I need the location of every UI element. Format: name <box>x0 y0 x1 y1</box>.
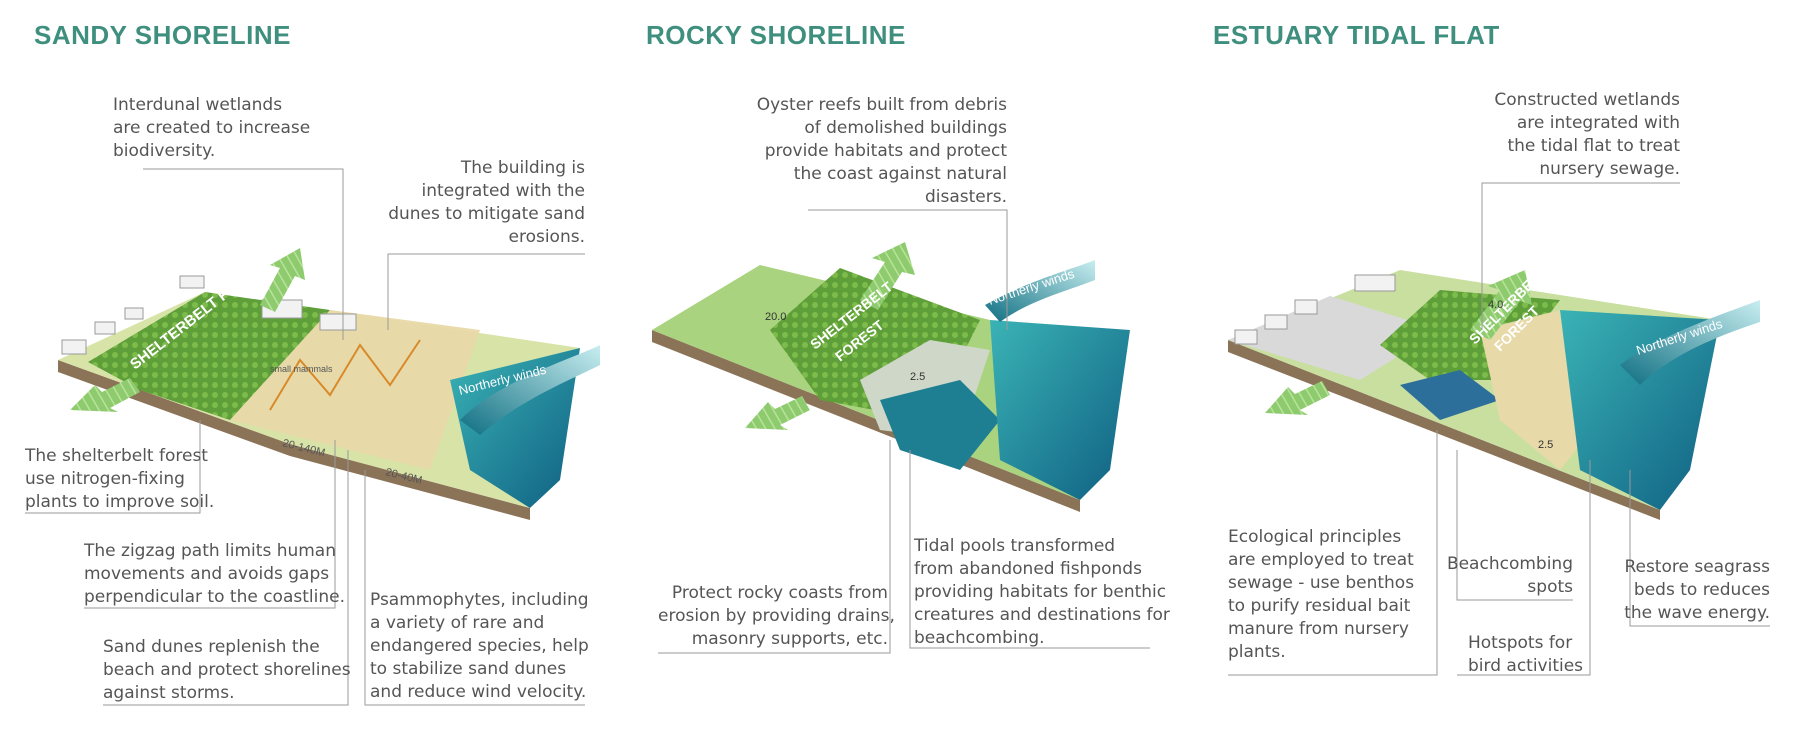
estuary-wind-arrow-left <box>1265 381 1330 415</box>
estuary-soil-side <box>1228 340 1660 520</box>
estuary-elev-2: 2.5 <box>1538 439 1553 451</box>
estuary-buildings <box>1234 274 1396 345</box>
rocky-shoreline-title: ROCKY SHORELINE <box>646 20 906 50</box>
leader-oyster <box>808 209 1008 330</box>
rocky-diagram: Northerly winds SHELTERBELT FOREST 20.0 … <box>652 242 1130 512</box>
zigzag-path <box>269 339 421 411</box>
annotation-building-dunes: The building is integrated with the dune… <box>388 158 585 247</box>
sandy-soil-side <box>58 360 530 520</box>
leader-ecological <box>1228 430 1438 676</box>
annotation-seagrass-beds: Restore seagrass beds to reduces the wav… <box>1624 557 1770 623</box>
annotation-ecological-principles: Ecological principles are employed to tr… <box>1228 527 1415 662</box>
leader-constructed <box>1481 182 1680 330</box>
estuary-wind-arrow-up <box>1470 270 1532 340</box>
annotation-psammophytes: Psammophytes, including a variety of rar… <box>370 590 589 702</box>
leader-shelter <box>25 420 201 514</box>
annotation-interdunal-wetlands: Interdunal wetlands are created to incre… <box>113 95 311 161</box>
estuary-sea <box>1560 310 1720 510</box>
leader-zigzag <box>84 440 336 609</box>
rocky-tidal-pools <box>880 380 1000 470</box>
estuary-tidal-flat-title: ESTUARY TIDAL FLAT <box>1213 20 1500 50</box>
rocky-elev-1: 20.0 <box>765 311 786 323</box>
leader-hotspots <box>1457 460 1591 676</box>
sandy-small-label: small mammals <box>270 364 333 374</box>
annotation-shelterbelt-forest: The shelterbelt forest use nitrogen-fixi… <box>25 446 215 512</box>
rocky-soil-side <box>652 330 1080 512</box>
annotation-beachcombing: Beachcombing spots <box>1446 554 1573 597</box>
rocky-northerly-wind <box>985 260 1095 322</box>
sandy-wind-arrow-up <box>260 248 305 312</box>
annotation-constructed-wetlands: Constructed wetlands are integrated with… <box>1494 90 1680 179</box>
annotation-hotspots-birds: Hotspots for bird activities <box>1468 633 1584 676</box>
rocky-wind-arrow-up <box>860 242 915 310</box>
leader-dunes <box>103 450 349 706</box>
estuary-constructed-wetland <box>1400 370 1500 420</box>
leader-building <box>387 253 585 330</box>
leader-protect <box>658 440 891 654</box>
annotation-protect-rocky: Protect rocky coasts from erosion by pro… <box>658 583 895 649</box>
estuary-diagram: Northerly winds SHELTERBELT FOREST 4.0 2… <box>1228 265 1760 520</box>
leader-psammo <box>364 470 585 706</box>
rocky-sea <box>990 320 1130 500</box>
annotation-tidal-pools: Tidal pools transformed from abandoned f… <box>914 536 1170 648</box>
leader-seagrass <box>1629 470 1770 627</box>
rocky-elev-2: 2.5 <box>910 371 925 383</box>
leader-beach <box>1456 450 1573 601</box>
estuary-elev-1: 4.0 <box>1488 299 1503 311</box>
annotation-zigzag-path: The zigzag path limits human movements a… <box>84 541 345 607</box>
rocky-wind-arrow-left <box>745 396 810 430</box>
annotation-oyster-reefs: Oyster reefs built from debris of demoli… <box>756 95 1007 207</box>
sandy-northerly-wind <box>460 345 600 435</box>
leader-tidal <box>909 450 1150 649</box>
annotation-sand-dunes: Sand dunes replenish the beach and prote… <box>103 637 351 703</box>
leader-wetlands <box>143 168 344 340</box>
sandy-forest <box>88 292 330 420</box>
estuary-buildings-zone <box>1228 296 1440 380</box>
sandy-wind-arrow-left <box>70 378 140 412</box>
sandy-shoreline-title: SANDY SHORELINE <box>34 20 291 50</box>
estuary-northerly-wind <box>1620 300 1760 385</box>
sandy-dunes <box>230 310 480 470</box>
